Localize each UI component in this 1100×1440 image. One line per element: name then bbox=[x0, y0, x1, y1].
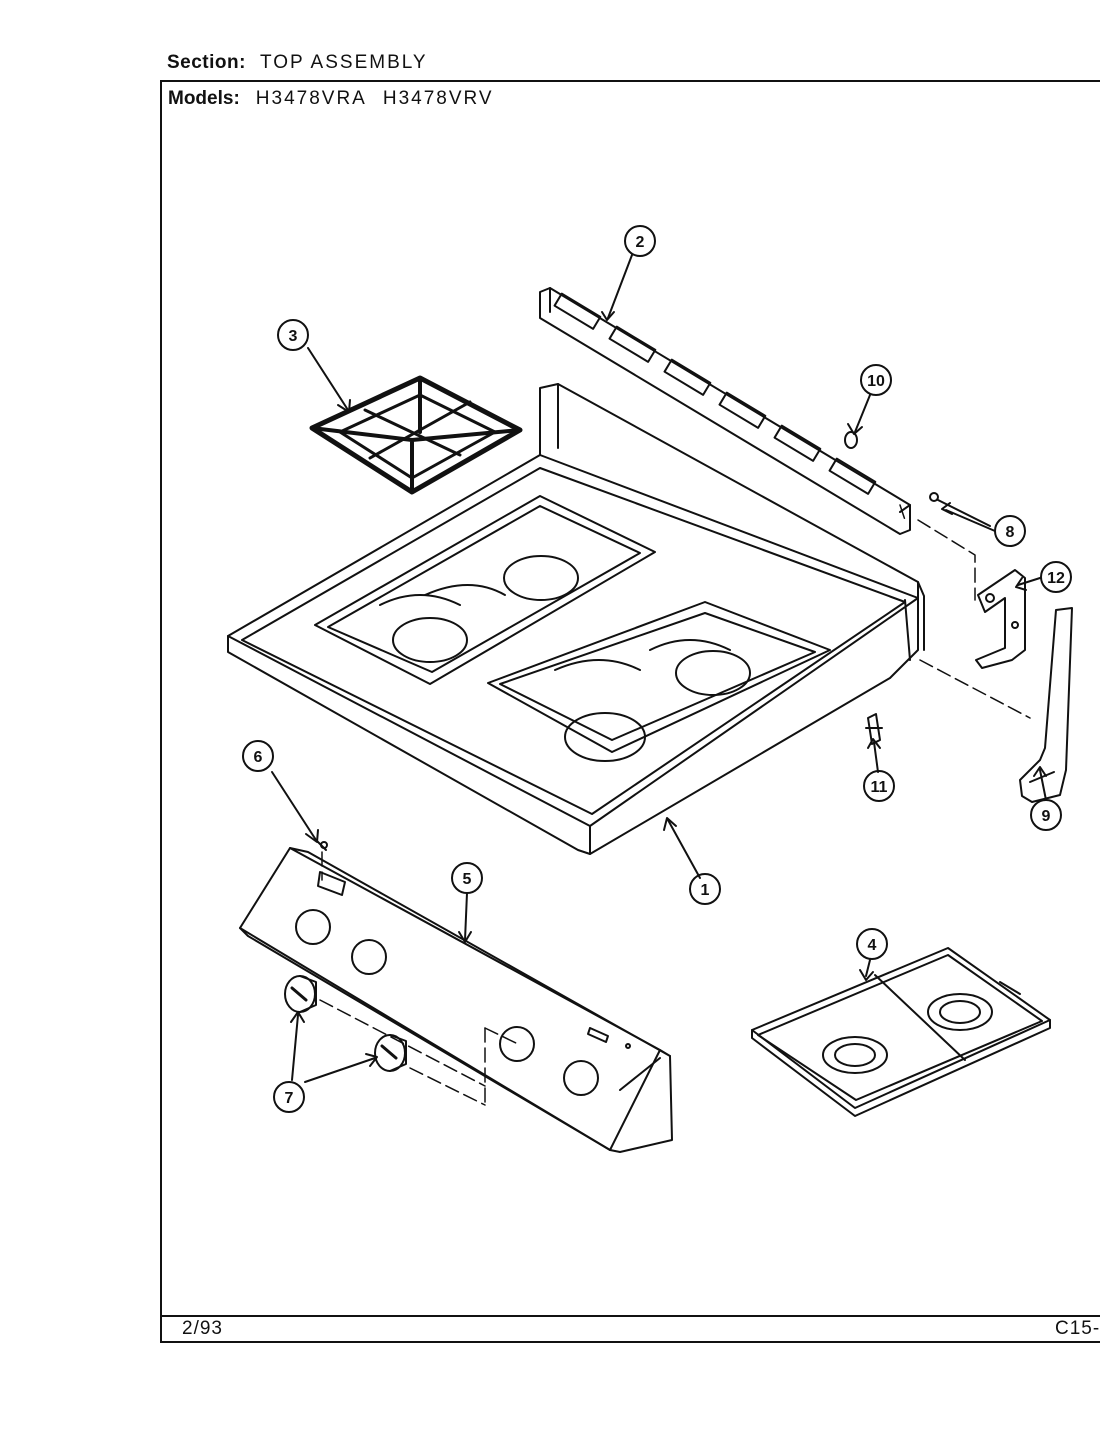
part-burner-grate bbox=[309, 375, 523, 495]
section-label: Section: bbox=[167, 52, 246, 73]
part-cooktop-main-top bbox=[227, 383, 925, 855]
callout-10: 10 bbox=[867, 373, 885, 390]
part-control-knobs bbox=[284, 975, 407, 1072]
part-end-trim bbox=[1019, 607, 1073, 803]
callout-2: 2 bbox=[636, 234, 645, 251]
callout-6: 6 bbox=[254, 749, 263, 766]
callout-4: 4 bbox=[868, 937, 877, 954]
callout-7: 7 bbox=[285, 1090, 294, 1107]
part-drip-tray bbox=[751, 947, 1051, 1117]
callout-circles bbox=[242, 225, 1072, 1113]
callout-9: 9 bbox=[1042, 808, 1051, 825]
models-heading: Models: H3478VRA H3478VRV bbox=[168, 88, 494, 110]
model-number-1: H3478VRA bbox=[255, 88, 367, 109]
section-heading: Section: TOP ASSEMBLY bbox=[167, 52, 428, 74]
part-control-panel bbox=[239, 847, 673, 1153]
models-label: Models: bbox=[168, 88, 240, 109]
part-grommet-10 bbox=[844, 431, 858, 449]
footer-page-code: C15- bbox=[1055, 1318, 1100, 1339]
part-backguard-trim bbox=[539, 287, 911, 535]
part-bracket-12 bbox=[975, 569, 1026, 669]
callout-12: 12 bbox=[1047, 570, 1065, 587]
part-clip-11 bbox=[865, 713, 883, 745]
diagram-frame bbox=[160, 80, 1100, 1343]
callout-3: 3 bbox=[289, 328, 298, 345]
leader-lines bbox=[271, 254, 1047, 1083]
callout-5: 5 bbox=[463, 871, 472, 888]
callout-1: 1 bbox=[701, 882, 710, 899]
callout-8: 8 bbox=[1006, 524, 1015, 541]
section-value: TOP ASSEMBLY bbox=[259, 52, 428, 73]
model-number-2: H3478VRV bbox=[382, 88, 494, 109]
footer-rule bbox=[160, 1315, 1100, 1317]
part-screw-8 bbox=[929, 492, 991, 527]
callout-11: 11 bbox=[871, 779, 888, 796]
footer-date: 2/93 bbox=[182, 1318, 223, 1339]
assembly-lines bbox=[319, 504, 1031, 1106]
